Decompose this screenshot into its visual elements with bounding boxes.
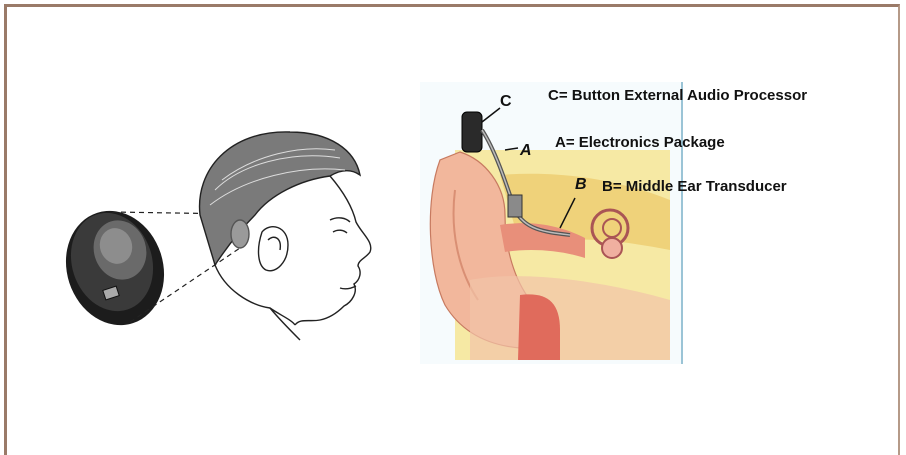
legend-a-text: A= Electronics Package [555, 134, 725, 151]
legend-b-text: B= Middle Ear Transducer [602, 178, 787, 195]
label-letter-c: C [500, 93, 512, 111]
head-profile [200, 132, 371, 340]
label-letter-a: A [520, 142, 532, 160]
ear-cross-section [420, 82, 682, 364]
legend-c-text: C= Button External Audio Processor [548, 87, 807, 104]
label-letter-b: B [575, 176, 587, 194]
audio-processor-closeup [51, 198, 178, 338]
